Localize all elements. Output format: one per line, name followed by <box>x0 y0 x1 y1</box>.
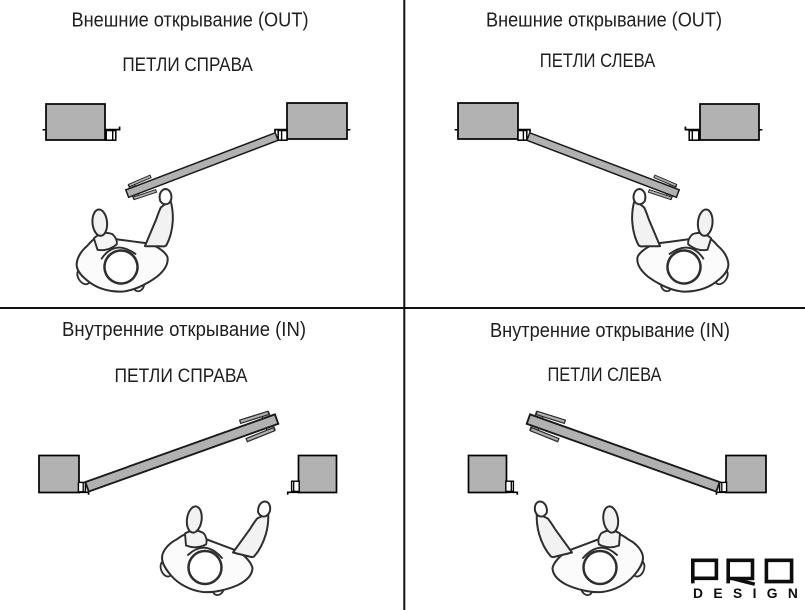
svg-text:Внешние открывание (OUT): Внешние открывание (OUT) <box>486 10 722 32</box>
svg-text:Внешние открывание (OUT): Внешние открывание (OUT) <box>72 10 309 32</box>
svg-text:DESIGN: DESIGN <box>693 586 805 601</box>
svg-text:ПЕТЛИ СПРАВА: ПЕТЛИ СПРАВА <box>122 55 253 76</box>
svg-text:ПЕТЛИ СПРАВА: ПЕТЛИ СПРАВА <box>115 365 248 387</box>
svg-text:Внутренние открывание (IN): Внутренние открывание (IN) <box>62 319 306 341</box>
svg-text:Внутренние открывание (IN): Внутренние открывание (IN) <box>490 320 730 342</box>
svg-text:ПЕТЛИ СЛЕВА: ПЕТЛИ СЛЕВА <box>548 365 662 386</box>
svg-text:ПЕТЛИ СЛЕВА: ПЕТЛИ СЛЕВА <box>540 51 656 72</box>
